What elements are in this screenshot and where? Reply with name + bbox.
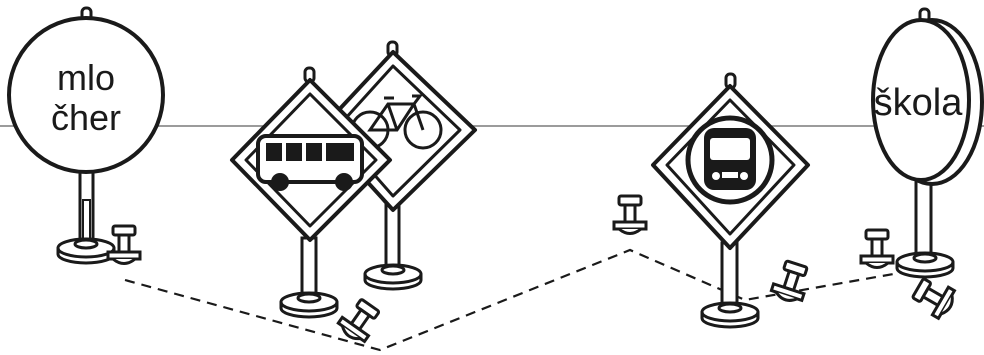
sign-label-line2: čher	[51, 97, 121, 138]
push-pin-icon	[861, 230, 893, 268]
push-pin-icon	[614, 196, 646, 234]
round-sign-mlocher: mlo čher	[9, 8, 163, 263]
bus-icon	[258, 136, 362, 191]
sign-label: škola	[874, 82, 964, 124]
push-pin-tilted-icon	[336, 296, 384, 345]
push-pin-tilted-icon	[770, 259, 812, 305]
train-icon	[688, 118, 772, 202]
sign-label-line1: mlo	[57, 57, 115, 98]
push-pin-tilted-icon	[910, 274, 958, 320]
